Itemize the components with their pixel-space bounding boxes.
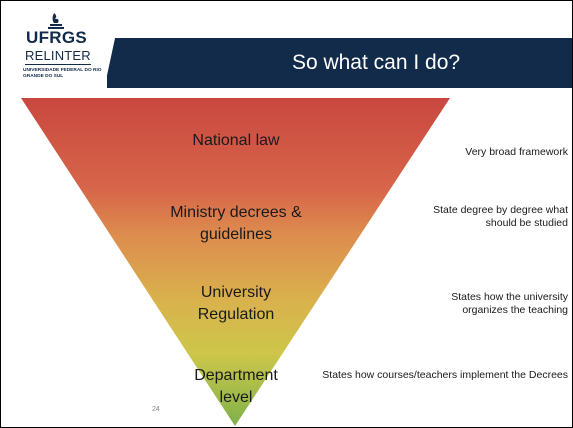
page-number: 24 — [152, 406, 160, 413]
logo-wedge-background — [1, 1, 123, 94]
logo-wordmark: UFRGS — [26, 28, 87, 47]
logo-subtitle: RELINTER — [25, 48, 91, 65]
slide-title: So what can I do? — [291, 51, 461, 74]
level-label-national-law: National law — [192, 132, 280, 149]
level-note-ministry-decrees: State degree by degree what should be st… — [433, 204, 568, 229]
level-note-university-regulation: States how the university organizes the … — [451, 291, 568, 316]
torch-emblem-icon — [48, 13, 64, 29]
logo-university-name: UNIVERSIDADE FEDERAL DO RIO GRANDE DO SU… — [23, 68, 102, 79]
pyramid-shape — [21, 98, 450, 426]
level-label-department: Department level — [194, 367, 278, 406]
level-label-university-regulation: University Regulation — [197, 284, 275, 323]
level-label-ministry-decrees: Ministry decrees & guidelines — [170, 204, 302, 243]
title-bar — [107, 38, 572, 88]
level-note-national-law: Very broad framework — [465, 146, 568, 158]
level-note-department: States how courses/teachers implement th… — [322, 369, 568, 381]
slide-header: UFRGS RELINTER UNIVERSIDADE FEDERAL DO R… — [1, 1, 572, 94]
